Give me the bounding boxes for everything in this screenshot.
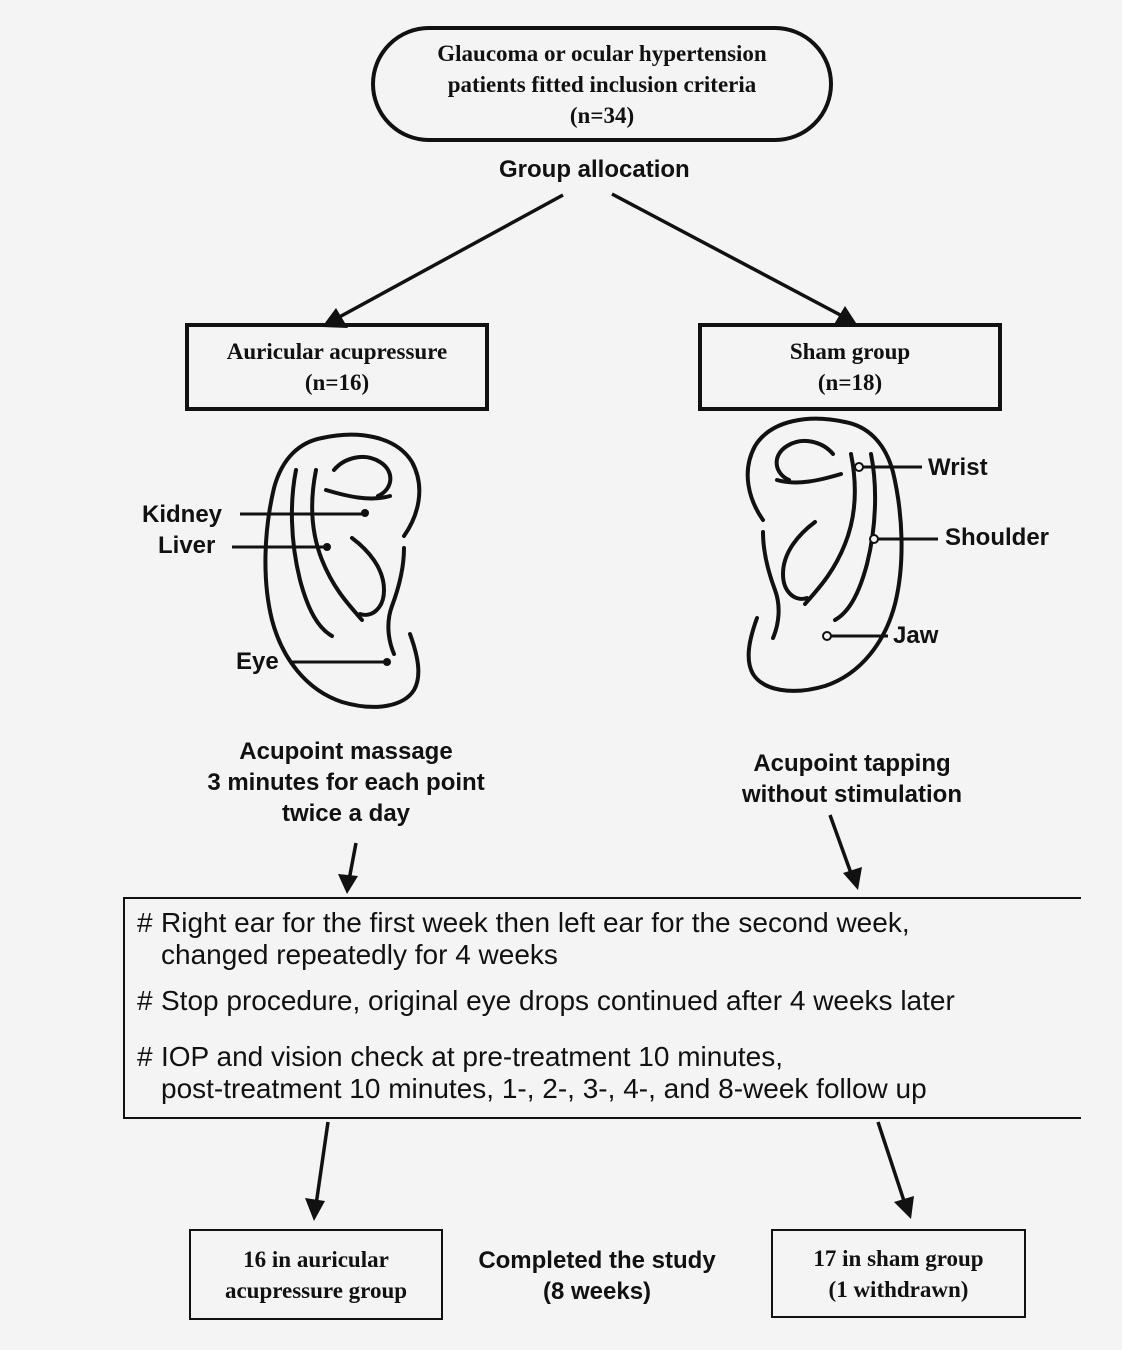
arrow-right-to-procedure — [828, 814, 854, 877]
procedure-item-3-line-2: post-treatment 10 minutes, 1-, 2-, 3-, 4… — [161, 1073, 927, 1104]
sham-group-count: (n=18) — [817, 370, 883, 395]
completion-label: Completed the study (8 weeks) — [452, 1245, 742, 1307]
left-procedure-text: Acupoint massage 3 minutes for each poin… — [176, 736, 516, 829]
arrowhead-right-group — [833, 306, 858, 326]
sham-group-box: Sham group (n=18) — [698, 323, 1002, 411]
enrollment-line-2: patients fitted inclusion criteria — [447, 71, 757, 97]
procedure-item-3-line-1: IOP and vision check at pre-treatment 10… — [161, 1041, 784, 1072]
kidney-label: Kidney — [142, 501, 223, 528]
arrow-to-left-group — [331, 193, 564, 323]
right-result-line-2: (1 withdrawn) — [828, 1276, 969, 1302]
auricular-acupressure-count: (n=16) — [304, 370, 370, 395]
bullet-3: # — [137, 1041, 153, 1072]
jaw-point — [822, 631, 832, 641]
completion-line-2: (8 weeks) — [542, 1278, 652, 1305]
bullet-1: # — [137, 907, 153, 938]
kidney-point — [361, 509, 369, 517]
left-procedure-line-1: Acupoint massage — [239, 738, 453, 765]
left-result-box: 16 in auricular acupressure group — [189, 1229, 443, 1320]
procedure-item-3: # IOP and vision check at pre-treatment 1… — [137, 1041, 927, 1105]
arrowhead-right-procedure — [843, 867, 862, 890]
wrist-label: Wrist — [928, 454, 988, 481]
arrow-to-left-result — [314, 1121, 330, 1206]
right-procedure-line-2: without stimulation — [742, 781, 962, 808]
auricular-acupressure-title: Auricular acupressure — [226, 339, 448, 364]
shoulder-point — [869, 534, 879, 544]
left-ear-illustration — [263, 432, 422, 709]
left-result-line-1: 16 in auricular — [243, 1246, 389, 1272]
enrollment-line-1: Glaucoma or ocular hypertension — [437, 40, 767, 66]
wrist-point — [854, 462, 864, 472]
completion-line-1: Completed the study — [478, 1247, 716, 1274]
right-procedure-text: Acupoint tapping without stimulation — [692, 748, 1012, 810]
right-ear-illustration — [745, 416, 904, 693]
eye-point — [383, 658, 391, 666]
liver-point — [323, 543, 331, 551]
shoulder-label: Shoulder — [945, 524, 1050, 551]
right-result-box: 17 in sham group (1 withdrawn) — [771, 1229, 1026, 1318]
procedure-item-1-line-2: changed repeatedly for 4 weeks — [161, 939, 558, 970]
liver-label: Liver — [158, 532, 216, 559]
arrowhead-left-procedure — [338, 874, 358, 894]
arrowhead-right-result — [894, 1196, 914, 1219]
left-result-line-2: acupressure group — [224, 1277, 408, 1303]
procedure-item-2: # Stop procedure, original eye drops cont… — [137, 985, 955, 1017]
arrowhead-left-result — [305, 1198, 325, 1221]
group-allocation-label: Group allocation — [499, 156, 690, 183]
jaw-label: Jaw — [893, 622, 939, 649]
arrow-to-right-group — [611, 192, 847, 320]
left-procedure-line-3: twice a day — [281, 800, 411, 827]
eye-label: Eye — [236, 648, 279, 675]
arrow-to-right-result — [876, 1121, 907, 1205]
left-procedure-line-2: 3 minutes for each point — [207, 769, 485, 796]
arrow-left-to-procedure — [347, 842, 358, 881]
procedure-item-2-line-1: Stop procedure, original eye drops conti… — [161, 985, 955, 1016]
enrollment-box: Glaucoma or ocular hypertension patients… — [371, 26, 833, 142]
procedure-box: # Right ear for the first week then left … — [123, 897, 1081, 1119]
procedure-item-1: # Right ear for the first week then left … — [137, 907, 910, 971]
bullet-2: # — [137, 985, 153, 1016]
sham-group-title: Sham group — [789, 339, 911, 364]
right-result-line-1: 17 in sham group — [813, 1245, 984, 1271]
enrollment-count: (n=34) — [569, 102, 635, 128]
auricular-acupressure-box: Auricular acupressure (n=16) — [185, 323, 489, 411]
procedure-item-1-line-1: Right ear for the first week then left e… — [161, 907, 910, 938]
right-procedure-line-1: Acupoint tapping — [753, 750, 951, 777]
